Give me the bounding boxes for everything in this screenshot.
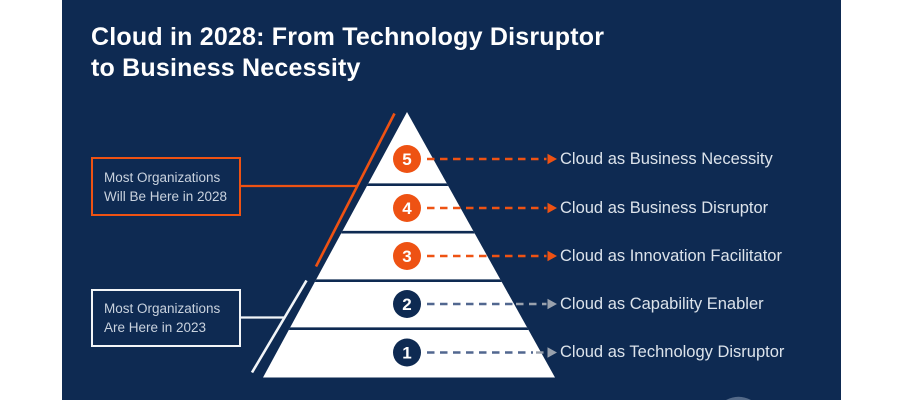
level-number-5: 5: [402, 150, 411, 169]
level-number-2: 2: [402, 295, 411, 314]
page-title-line2: to Business Necessity: [91, 54, 361, 82]
level-label-3: Cloud as Innovation Facilitator: [560, 247, 782, 265]
callout-2023-line1: Most Organizations: [104, 301, 221, 316]
arrow-head-icon-level-2: [547, 298, 557, 310]
callout-2028-line1: Most Organizations: [104, 169, 221, 185]
level-label-1: Cloud as Technology Disruptor: [560, 343, 785, 361]
callout-2028-line2: Will Be Here in 2028: [104, 188, 228, 204]
level-circle-5: [393, 145, 421, 173]
callout-connector-orange-diagonal: [314, 112, 396, 268]
level-circle-1: [393, 338, 421, 367]
bottom-edge-arc: [726, 396, 751, 400]
level-label-5: Cloud as Business Necessity: [560, 150, 773, 168]
level-circle-3: [393, 242, 421, 270]
level-circle-4: [393, 194, 421, 222]
level-label-4: Cloud as Business Disruptor: [560, 199, 769, 217]
level-circle-2: [393, 290, 421, 318]
arrow-head-icon-level-3: [547, 250, 557, 262]
page-title: Cloud in 2028: From Technology Disruptor…: [91, 22, 604, 84]
callout-box-2028: Most Organizations Will Be Here in 2028: [91, 157, 241, 216]
level-number-4: 4: [402, 199, 412, 218]
arrow-head-icon-level-5: [547, 153, 557, 165]
level-number-1: 1: [402, 344, 411, 363]
level-label-2: Cloud as Capability Enabler: [560, 295, 764, 313]
callout-box-2023: Most Organizations Are Here in 2023: [91, 289, 241, 347]
page-title-line1: Cloud in 2028: From Technology Disruptor: [91, 23, 605, 51]
arrow-head-icon-level-4: [547, 202, 557, 214]
callout-connector-white-diagonal: [250, 279, 308, 374]
callout-2023-line2: Are Here in 2023: [104, 320, 207, 335]
arrow-head-icon-level-1: [547, 347, 557, 358]
level-number-3: 3: [402, 247, 411, 266]
